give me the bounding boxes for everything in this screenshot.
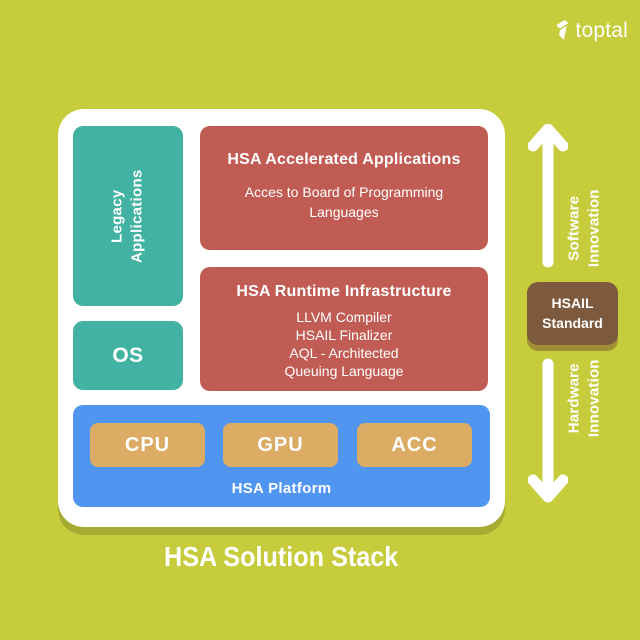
- runtime-item: AQL - Architected: [289, 344, 399, 361]
- software-innovation-label: Software Innovation: [565, 189, 604, 267]
- acc-box: ACC: [357, 423, 472, 467]
- runtime-item: LLVM Compiler: [296, 309, 392, 325]
- os-label: OS: [112, 343, 144, 367]
- toptal-logo-text: toptal: [575, 18, 628, 42]
- cpu-box: CPU: [90, 423, 205, 467]
- runtime-item: Queuing Language: [284, 362, 404, 379]
- gpu-box: GPU: [223, 423, 338, 467]
- apps-title: HSA Accelerated Applications: [227, 151, 461, 168]
- page-title: HSA Solution Stack: [164, 541, 399, 572]
- hsail-standard-box: HSAIL Standard: [527, 282, 618, 345]
- runtime-item: HSAIL Finalizer: [295, 326, 393, 343]
- cpu-label: CPU: [124, 433, 171, 456]
- toptal-logo-icon: [553, 18, 570, 42]
- legacy-applications-box: Legacy Applications: [73, 126, 183, 306]
- hardware-innovation-label: Hardware Innovation: [565, 359, 604, 437]
- hsa-runtime-infrastructure-box: HSA Runtime Infrastructure LLVM Compiler…: [200, 267, 488, 391]
- gpu-label: GPU: [257, 433, 304, 456]
- arrow-down-icon: [527, 358, 569, 506]
- acc-label: ACC: [391, 433, 438, 456]
- toptal-logo: toptal: [553, 18, 628, 42]
- hsa-platform-label: HSA Platform: [231, 480, 332, 497]
- hsail-standard-label: HSAIL Standard: [542, 294, 603, 331]
- apps-subtitle: Acces to Board of Programming Languages: [244, 184, 444, 221]
- hsa-accelerated-applications-box: HSA Accelerated Applications Acces to Bo…: [200, 126, 488, 250]
- runtime-title: HSA Runtime Infrastructure: [236, 283, 452, 300]
- arrow-up-icon: [527, 123, 569, 268]
- os-box: OS: [73, 321, 183, 390]
- legacy-applications-label: Legacy Applications: [108, 169, 146, 263]
- stack-card: Legacy Applications OS HSA Accelerated A…: [58, 109, 505, 527]
- hsa-platform-box: CPU GPU ACC HSA Platform: [73, 405, 490, 507]
